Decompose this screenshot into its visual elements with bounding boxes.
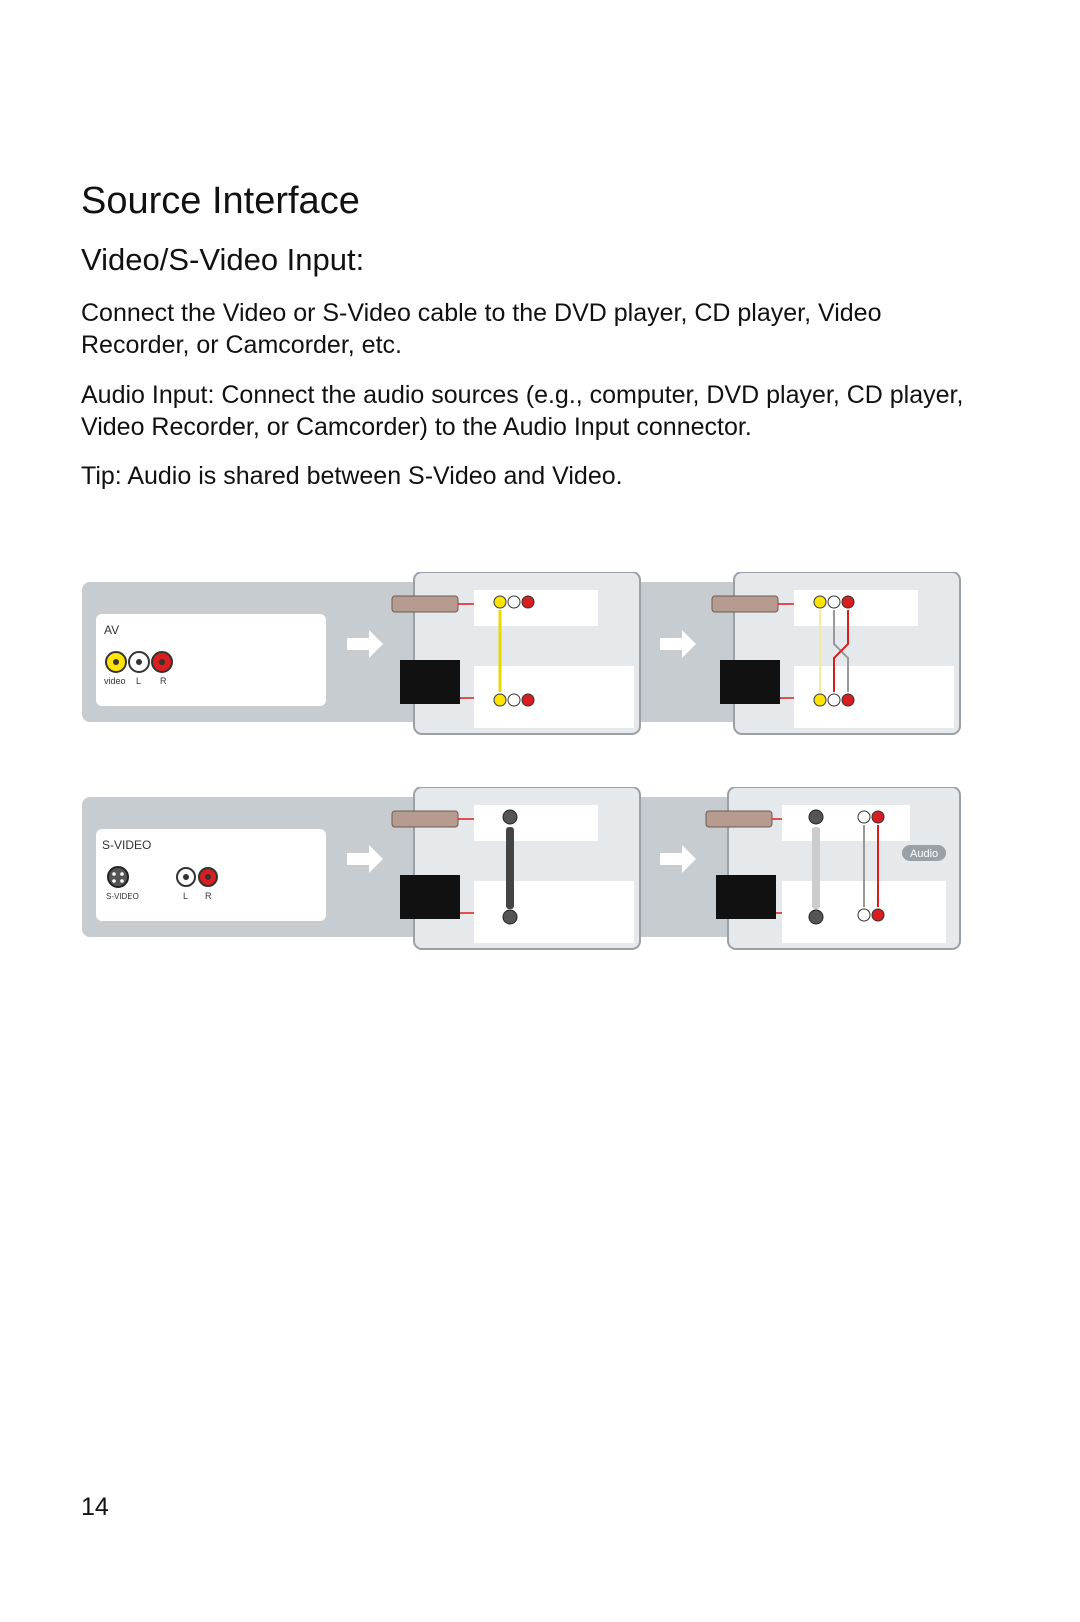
page-title: Source Interface xyxy=(81,180,360,222)
av-ports: video L R xyxy=(104,651,173,686)
av-connection-video-card xyxy=(391,571,641,735)
svideo-cable-icon xyxy=(506,827,514,909)
arrow-right-icon xyxy=(660,630,696,658)
monitor-icon xyxy=(720,660,780,704)
port-label-r: R xyxy=(160,676,167,686)
arrow-right-icon xyxy=(347,630,383,658)
intro-paragraph: Connect the Video or S-Video cable to th… xyxy=(81,299,882,359)
av-panel-label: AV xyxy=(104,623,119,637)
svideo-port-icon xyxy=(107,866,129,888)
monitor-icon xyxy=(716,875,776,919)
page-number: 14 xyxy=(81,1493,109,1521)
port-label-l: L xyxy=(136,676,141,686)
audio-tag-label: Audio xyxy=(910,848,938,860)
svideo-connection-video-card xyxy=(391,786,641,950)
audio-input-paragraph: Audio Input: Connect the audio sources (… xyxy=(81,381,964,441)
port-label-video: video xyxy=(104,676,126,686)
port-label-svideo: S-VIDEO xyxy=(106,892,139,901)
arrow-right-icon xyxy=(347,845,383,873)
av-connection-audio-card xyxy=(711,571,961,735)
port-label-r: R xyxy=(205,891,212,901)
dvd-player-icon xyxy=(705,810,773,828)
monitor-icon xyxy=(400,660,460,704)
section-title: Video/S-Video Input: xyxy=(81,242,365,277)
dvd-player-icon xyxy=(711,595,779,613)
svideo-connection-diagram: S-VIDEO S-VIDEO L R xyxy=(82,786,1002,967)
audio-tag-badge xyxy=(902,845,946,861)
svideo-diagram-illustration: S-VIDEO S-VIDEO L R xyxy=(82,786,961,950)
dvd-player-icon xyxy=(391,810,459,828)
av-input-card xyxy=(96,614,326,706)
svideo-panel-label: S-VIDEO xyxy=(102,838,151,852)
svideo-ports: S-VIDEO L R xyxy=(106,866,218,901)
port-label-l: L xyxy=(183,891,188,901)
arrow-right-icon xyxy=(660,845,696,873)
tip-paragraph: Tip: Audio is shared between S-Video and… xyxy=(81,462,623,490)
monitor-icon xyxy=(400,875,460,919)
dvd-player-icon xyxy=(391,595,459,613)
svideo-connection-audio-card: Audio xyxy=(705,786,961,950)
av-connection-diagram: AV video L R xyxy=(82,571,1002,752)
av-diagram-illustration: AV video L R xyxy=(82,571,961,735)
